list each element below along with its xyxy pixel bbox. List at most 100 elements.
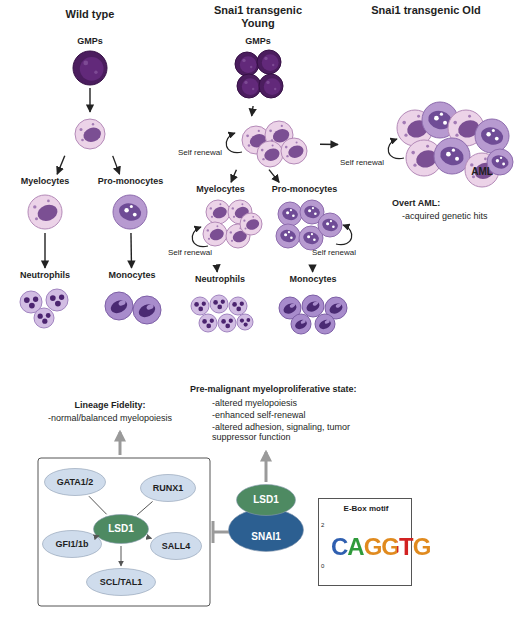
cell-part <box>221 300 225 304</box>
cell-part <box>276 224 300 248</box>
cell-part <box>216 225 218 227</box>
cell-part <box>411 151 415 155</box>
cell-part <box>219 203 221 205</box>
cell-part <box>272 64 274 66</box>
protein-name: GFI1/1b <box>55 539 88 549</box>
cell-label: Self renewal <box>168 248 223 257</box>
connector-arrow <box>57 156 65 174</box>
cell-stage: Monocytes <box>268 274 358 336</box>
cell-part <box>292 214 295 217</box>
cell-illustration <box>55 36 125 154</box>
cell-part <box>252 216 254 218</box>
cell-part <box>264 57 267 60</box>
protein-name: RUNX1 <box>153 483 184 493</box>
cell-label: Pro-monocytes <box>262 184 347 194</box>
cell-part <box>426 145 429 148</box>
note-text: -altered adhesion, signaling, tumor supp… <box>212 422 362 443</box>
cell-stage: Myelocytes <box>5 176 85 231</box>
cell-part <box>279 228 297 244</box>
cell-part <box>302 230 320 246</box>
cell-part <box>80 128 83 131</box>
cell-part <box>217 305 222 310</box>
cell-part <box>50 295 56 301</box>
cell-part <box>237 314 253 330</box>
cell-part <box>34 308 54 328</box>
oval-shape <box>45 469 106 496</box>
cell-part <box>446 152 451 157</box>
cell-part <box>199 314 217 332</box>
cell-stage: MyelocytesSelf renewal <box>168 184 258 264</box>
cell-part <box>269 129 272 132</box>
protein-name: SCL/TAL1 <box>100 577 142 587</box>
oval-shape <box>141 475 196 502</box>
cell-part <box>475 119 509 153</box>
connector-arrow <box>89 496 107 514</box>
cell-part <box>290 236 293 239</box>
cell-part <box>191 297 209 315</box>
cell-part <box>92 123 94 125</box>
cell-part <box>232 207 234 209</box>
cell-part <box>250 66 252 68</box>
cell-part <box>413 164 416 167</box>
inhibition-line <box>213 531 230 534</box>
cell-part <box>244 81 247 84</box>
cell-part <box>303 204 321 220</box>
cell-part <box>240 302 244 306</box>
motif-text: E-Box motif <box>319 504 413 513</box>
protein-oval: SALL4 <box>150 532 202 560</box>
protein-name: LSD1 <box>108 523 134 535</box>
oval-shape <box>43 531 102 558</box>
cell-label: Monocytes <box>92 270 172 280</box>
up-arrow <box>119 432 122 455</box>
cell-part <box>73 51 107 85</box>
self-renewal-arrow <box>226 133 242 153</box>
connector-arrow <box>231 170 236 182</box>
cell-stage: GMPs <box>218 36 298 104</box>
cell-part <box>231 240 233 242</box>
motif-box: E-Box motifCAGGTG <box>318 498 412 586</box>
cell-part <box>281 138 307 164</box>
note-text: Lineage Fidelity: <box>40 400 180 410</box>
cell-stage: Monocytes <box>92 270 172 330</box>
cell-part <box>213 300 218 305</box>
cell-part <box>287 143 306 160</box>
cell-part <box>294 318 309 331</box>
cell-part <box>242 78 259 95</box>
connector-arrow <box>312 266 313 272</box>
cell-part <box>300 319 306 324</box>
cell-part <box>113 195 147 229</box>
protein-oval: SCL/TAL1 <box>86 568 156 596</box>
cell-part <box>124 208 128 212</box>
cell-part <box>210 319 214 323</box>
cell-part <box>417 115 420 118</box>
cell-part <box>211 205 228 220</box>
cell-part <box>243 220 245 222</box>
cell-label: Myelocytes <box>5 176 85 186</box>
cell-part <box>259 74 283 98</box>
cell-part <box>324 319 330 324</box>
cell-part <box>237 74 261 98</box>
cell-part <box>314 212 317 215</box>
cell-part <box>218 314 236 332</box>
cell-part <box>318 213 342 237</box>
connector-arrow <box>269 170 279 183</box>
cell-part <box>46 313 51 318</box>
column-heading: Snai1 transgenic Young <box>202 4 314 29</box>
cell-part <box>38 314 43 319</box>
cell-stage: Neutrophils <box>5 270 85 330</box>
cell-part <box>240 213 262 235</box>
note-text: Overt AML: <box>392 198 512 208</box>
cell-label: AML <box>462 166 502 178</box>
cell-part <box>229 297 247 315</box>
note-text: -acquired genetic hits <box>402 211 517 221</box>
cell-part <box>229 319 233 323</box>
cell-stage: Pro-monocytes <box>88 176 173 231</box>
cell-part <box>281 206 299 222</box>
cell-part <box>312 301 319 307</box>
cell-part <box>272 145 274 147</box>
cell-part <box>208 227 225 242</box>
connector-arrow <box>216 266 218 272</box>
cell-part <box>274 88 276 90</box>
cell-part <box>105 292 133 320</box>
